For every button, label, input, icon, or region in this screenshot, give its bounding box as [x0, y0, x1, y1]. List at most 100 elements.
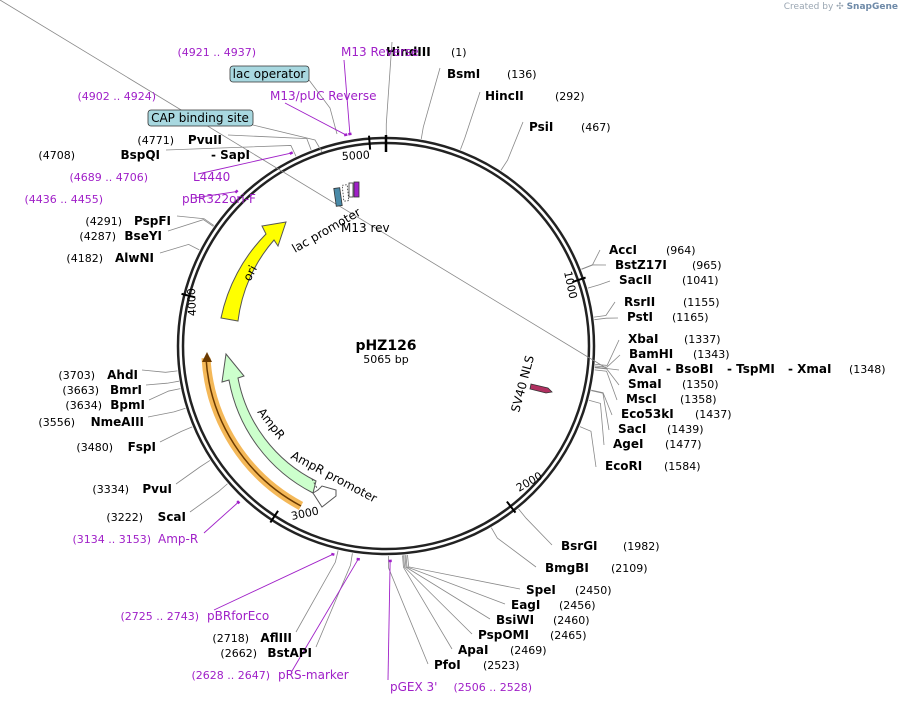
- enzyme-site-bsobi[interactable]: - BsoBI: [666, 362, 713, 376]
- enzyme-site-bmgbi[interactable]: BmgBI(2109): [545, 561, 648, 575]
- enzyme-name: FspI: [128, 440, 156, 454]
- enzyme-site-scai[interactable]: ScaI(3222): [106, 510, 186, 524]
- enzyme-site-xbai[interactable]: XbaI(1337): [628, 332, 721, 346]
- enzyme-leader: [148, 388, 181, 401]
- feature-lac-promoter-mark[interactable]: [341, 184, 350, 202]
- enzyme-site-afliii[interactable]: AflIII(2718): [212, 631, 292, 645]
- feature-sv40-nls-mark[interactable]: [529, 383, 553, 394]
- enzyme-site-xmai[interactable]: - XmaI(1348): [788, 362, 886, 376]
- enzyme-site-saci[interactable]: SacI(1439): [618, 422, 704, 436]
- enzyme-site-apai[interactable]: ApaI(2469): [458, 643, 547, 657]
- enzyme-site-eagi[interactable]: EagI(2456): [511, 598, 596, 612]
- enzyme-site-pvuii[interactable]: PvuII(4771): [137, 133, 222, 147]
- primer-arrow-icon: [236, 500, 241, 505]
- enzyme-leader: [159, 426, 193, 443]
- primer-pbrforeco[interactable]: pBRforEco(2725 .. 2743): [120, 609, 269, 623]
- primer-arrow-icon: [289, 151, 294, 155]
- primer-pgex-3[interactable]: pGEX 3'(2506 .. 2528): [390, 680, 532, 694]
- enzyme-site-bspqi[interactable]: BspQI(4708): [38, 148, 160, 162]
- enzyme-position: (1439): [667, 423, 704, 436]
- enzyme-name: BmrI: [110, 383, 142, 397]
- lac-operator-box[interactable]: [229, 65, 310, 83]
- enzyme-site-alwni[interactable]: AlwNI(4182): [66, 251, 154, 265]
- enzyme-site-fspi[interactable]: FspI(3480): [76, 440, 156, 454]
- enzyme-site-ecori[interactable]: EcoRI(1584): [605, 459, 701, 473]
- feature-ori-arrow[interactable]: [220, 221, 287, 322]
- credit-prefix: Created by: [783, 2, 834, 12]
- enzyme-site-nmeaiii[interactable]: NmeAIII(3556): [38, 415, 144, 429]
- enzyme-site-bamhi[interactable]: BamHI(1343): [629, 347, 730, 361]
- enzyme-name: MscI: [626, 392, 657, 406]
- primer-m13-puc-reverse[interactable]: M13/pUC Reverse(4902 .. 4924): [77, 89, 376, 103]
- enzyme-leader: [407, 554, 521, 590]
- enzyme-site-avai[interactable]: AvaI: [628, 362, 657, 376]
- enzyme-site-tspmi[interactable]: - TspMI: [727, 362, 775, 376]
- enzyme-name: SmaI: [628, 377, 662, 391]
- cap-binding-site-label: CAP binding site: [151, 111, 249, 125]
- feature-lac-operator-mark[interactable]: [348, 182, 354, 198]
- enzyme-name: - SapI: [211, 148, 250, 162]
- enzyme-leader: [595, 339, 620, 366]
- enzyme-position: (4182): [66, 252, 103, 265]
- enzyme-name: BpmI: [110, 398, 145, 412]
- feature-cap-binding-site-mark[interactable]: [333, 187, 343, 207]
- enzyme-position: (2465): [550, 629, 587, 642]
- enzyme-leader: [315, 553, 353, 648]
- enzyme-position: (1477): [665, 438, 702, 451]
- enzyme-site-pfoi[interactable]: PfoI(2523): [434, 658, 520, 672]
- lac-operator-label: lac operator: [233, 67, 306, 81]
- enzyme-site-msci[interactable]: MscI (1358): [626, 392, 717, 406]
- enzyme-site-smai[interactable]: SmaI(1350): [628, 377, 719, 391]
- feature-m13-rev-mark[interactable]: [353, 181, 360, 198]
- enzyme-site-psti[interactable]: PstI(1165): [627, 310, 709, 324]
- enzyme-leader: [581, 249, 601, 270]
- enzyme-site-psii[interactable]: PsiI(467): [529, 120, 611, 134]
- enzyme-site-agei[interactable]: AgeI(1477): [613, 437, 702, 451]
- enzyme-site-rsrii[interactable]: RsrII(1155): [624, 295, 720, 309]
- enzyme-site-bseyi[interactable]: BseYI(4287): [79, 229, 162, 243]
- primer-leader: [193, 191, 237, 199]
- tick-mark: [506, 500, 517, 514]
- primer-position: (4436 .. 4455): [24, 193, 103, 206]
- enzyme-site-bmri[interactable]: BmrI(3663): [62, 383, 142, 397]
- primer-m13-reverse[interactable]: M13 Reverse(4921 .. 4937): [177, 45, 418, 59]
- enzyme-position: (3334): [92, 483, 129, 496]
- primer-arrow-icon: [234, 189, 239, 194]
- enzyme-site-acci[interactable]: AccI(964): [609, 243, 696, 257]
- enzyme-leader: [405, 555, 506, 605]
- enzyme-site-bsiwi[interactable]: BsiWI(2460): [496, 613, 590, 627]
- primer-pbr322ori-f[interactable]: pBR322ori-F(4436 .. 4455): [24, 192, 256, 206]
- enzyme-site-hincii[interactable]: HincII(292): [485, 89, 585, 103]
- primer-leader: [203, 501, 239, 534]
- lac-operator-leader: [308, 79, 338, 135]
- cap-binding-site-box[interactable]: [147, 109, 254, 127]
- enzyme-site-bstapi[interactable]: BstAPI(2662): [220, 646, 312, 660]
- enzyme-leader: [167, 219, 214, 232]
- enzyme-name: RsrII: [624, 295, 655, 309]
- enzyme-site-pspomi[interactable]: PspOMI(2465): [478, 628, 587, 642]
- enzyme-site-bsmi[interactable]: BsmI(136): [447, 67, 537, 81]
- primer-name: L4440: [193, 170, 230, 184]
- enzyme-site-sacii[interactable]: SacII(1041): [619, 273, 719, 287]
- feature-ampr-line: [205, 357, 302, 507]
- enzyme-position: (4291): [85, 215, 122, 228]
- enzyme-position: (1358): [680, 393, 717, 406]
- feature-ampr-arrow[interactable]: [221, 352, 317, 494]
- enzyme-site-eco53ki[interactable]: Eco53kI(1437): [621, 407, 732, 421]
- enzyme-site-hindiii[interactable]: HindIII(1): [386, 45, 467, 59]
- enzyme-site-ahdi[interactable]: AhdI(3703): [58, 368, 138, 382]
- enzyme-site-pvui[interactable]: PvuI(3334): [92, 482, 172, 496]
- primer-l4440[interactable]: L4440(4689 .. 4706): [69, 170, 230, 184]
- primer-amp-r[interactable]: Amp-R(3134 .. 3153): [72, 532, 198, 546]
- enzyme-leader: [176, 215, 215, 226]
- enzyme-leader: [385, 41, 393, 137]
- enzyme-site-bpmi[interactable]: BpmI(3634): [65, 398, 145, 412]
- enzyme-site-bsrgi[interactable]: BsrGI(1982): [561, 539, 660, 553]
- primer-prs-marker[interactable]: pRS-marker(2628 .. 2647): [191, 668, 348, 682]
- enzyme-site-bstz17i[interactable]: BstZ17I(965): [615, 258, 722, 272]
- enzyme-position: (1343): [693, 348, 730, 361]
- enzyme-site-spei[interactable]: SpeI(2450): [526, 583, 612, 597]
- enzyme-site-sapi[interactable]: - SapI: [211, 148, 250, 162]
- enzyme-site-pspfi[interactable]: PspFI(4291): [85, 214, 171, 228]
- enzyme-name: AvaI: [628, 362, 657, 376]
